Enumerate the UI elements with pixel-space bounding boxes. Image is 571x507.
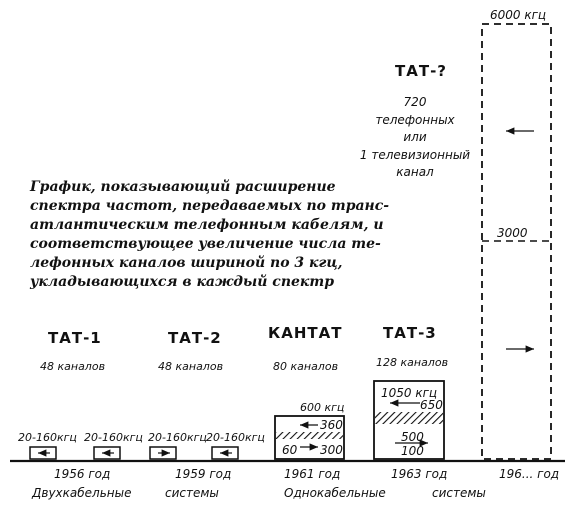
tat1-range-1: 20-160кгц <box>18 431 77 444</box>
tat1-name: ТАТ-1 <box>48 329 102 347</box>
cantat-top-freq: 600 кгц <box>300 401 344 414</box>
tat2-range-2: 20-160кгц <box>206 431 265 444</box>
description-line-3: атлантическим телефонным кабелям, и <box>30 217 384 233</box>
tat3-year: 1963 год <box>391 467 447 481</box>
group-labels: Двухкабельные системы Однокабельные сист… <box>31 486 486 500</box>
tatq-text-4: 1 телевизионный <box>360 148 470 162</box>
tatq-text-3: или <box>403 130 426 144</box>
system-tat1: ТАТ-1 48 каналов 20-160кгц 20-160кгц 195… <box>18 329 143 481</box>
one-cable-label-2: системы <box>432 486 486 500</box>
tatq-name: ТАТ-? <box>395 62 447 80</box>
tatq-year: 196... год <box>499 467 559 481</box>
cantat-guard-band <box>276 432 343 439</box>
description-text: График, показывающий расширение спектра … <box>29 178 389 290</box>
tat1-year: 1956 год <box>54 467 110 481</box>
tat3-name: ТАТ-3 <box>383 324 437 342</box>
cantat-channels: 80 каналов <box>273 360 338 373</box>
one-cable-label-1: Однокабельные <box>284 486 386 500</box>
tat2-year: 1959 год <box>175 467 231 481</box>
tat2-channels: 48 каналов <box>158 360 223 373</box>
tat3-upper: 650 <box>420 398 443 412</box>
tatq-text-2: телефонных <box>375 113 455 127</box>
description-line-2: спектра частот, передаваемых по транс- <box>30 198 389 214</box>
cantat-lower-b: 300 <box>320 443 343 457</box>
two-cable-label-2: системы <box>165 486 219 500</box>
tatq-text-5: канал <box>396 165 434 179</box>
system-cantat: КАНТАТ 80 каналов 600 кгц 360 60 300 196… <box>268 324 345 481</box>
tatq-top-freq: 6000 кгц <box>490 8 546 22</box>
tat3-mid: 500 <box>401 430 424 444</box>
tatq-mid-freq: 3000 <box>497 226 528 240</box>
description-line-1: График, показывающий расширение <box>29 178 336 195</box>
system-tat2: ТАТ-2 48 каналов 20-160кгц 20-160кгц 195… <box>148 329 265 481</box>
system-tat3: ТАТ-3 128 каналов 1050 кгц 650 500 100 1… <box>373 324 448 481</box>
cantat-upper: 360 <box>320 418 343 432</box>
tat2-name: ТАТ-2 <box>168 329 222 347</box>
tat3-top-freq: 1050 кгц <box>381 386 437 400</box>
description-line-6: укладывающихся в каждый спектр <box>29 273 334 290</box>
cantat-name: КАНТАТ <box>268 324 343 342</box>
system-tat-future: 6000 кгц 3000 ТАТ-? 720 телефонных или 1… <box>360 8 559 481</box>
two-cable-label-1: Двухкабельные <box>31 486 131 500</box>
tat2-range-1: 20-160кгц <box>148 431 207 444</box>
cantat-year: 1961 год <box>284 467 340 481</box>
description-line-4: соответствующее увеличение числа те- <box>30 236 381 252</box>
tat3-low: 100 <box>401 444 424 458</box>
tatq-spectrum-box <box>481 23 552 460</box>
tat1-channels: 48 каналов <box>40 360 105 373</box>
tat3-guard-band <box>375 412 443 424</box>
tat1-range-2: 20-160кгц <box>84 431 143 444</box>
description-line-5: лефонных каналов шириной по 3 кгц, <box>30 254 343 271</box>
tatq-text-1: 720 <box>404 95 427 109</box>
cantat-lower-a: 60 <box>282 443 298 457</box>
tat3-channels: 128 каналов <box>376 356 448 369</box>
